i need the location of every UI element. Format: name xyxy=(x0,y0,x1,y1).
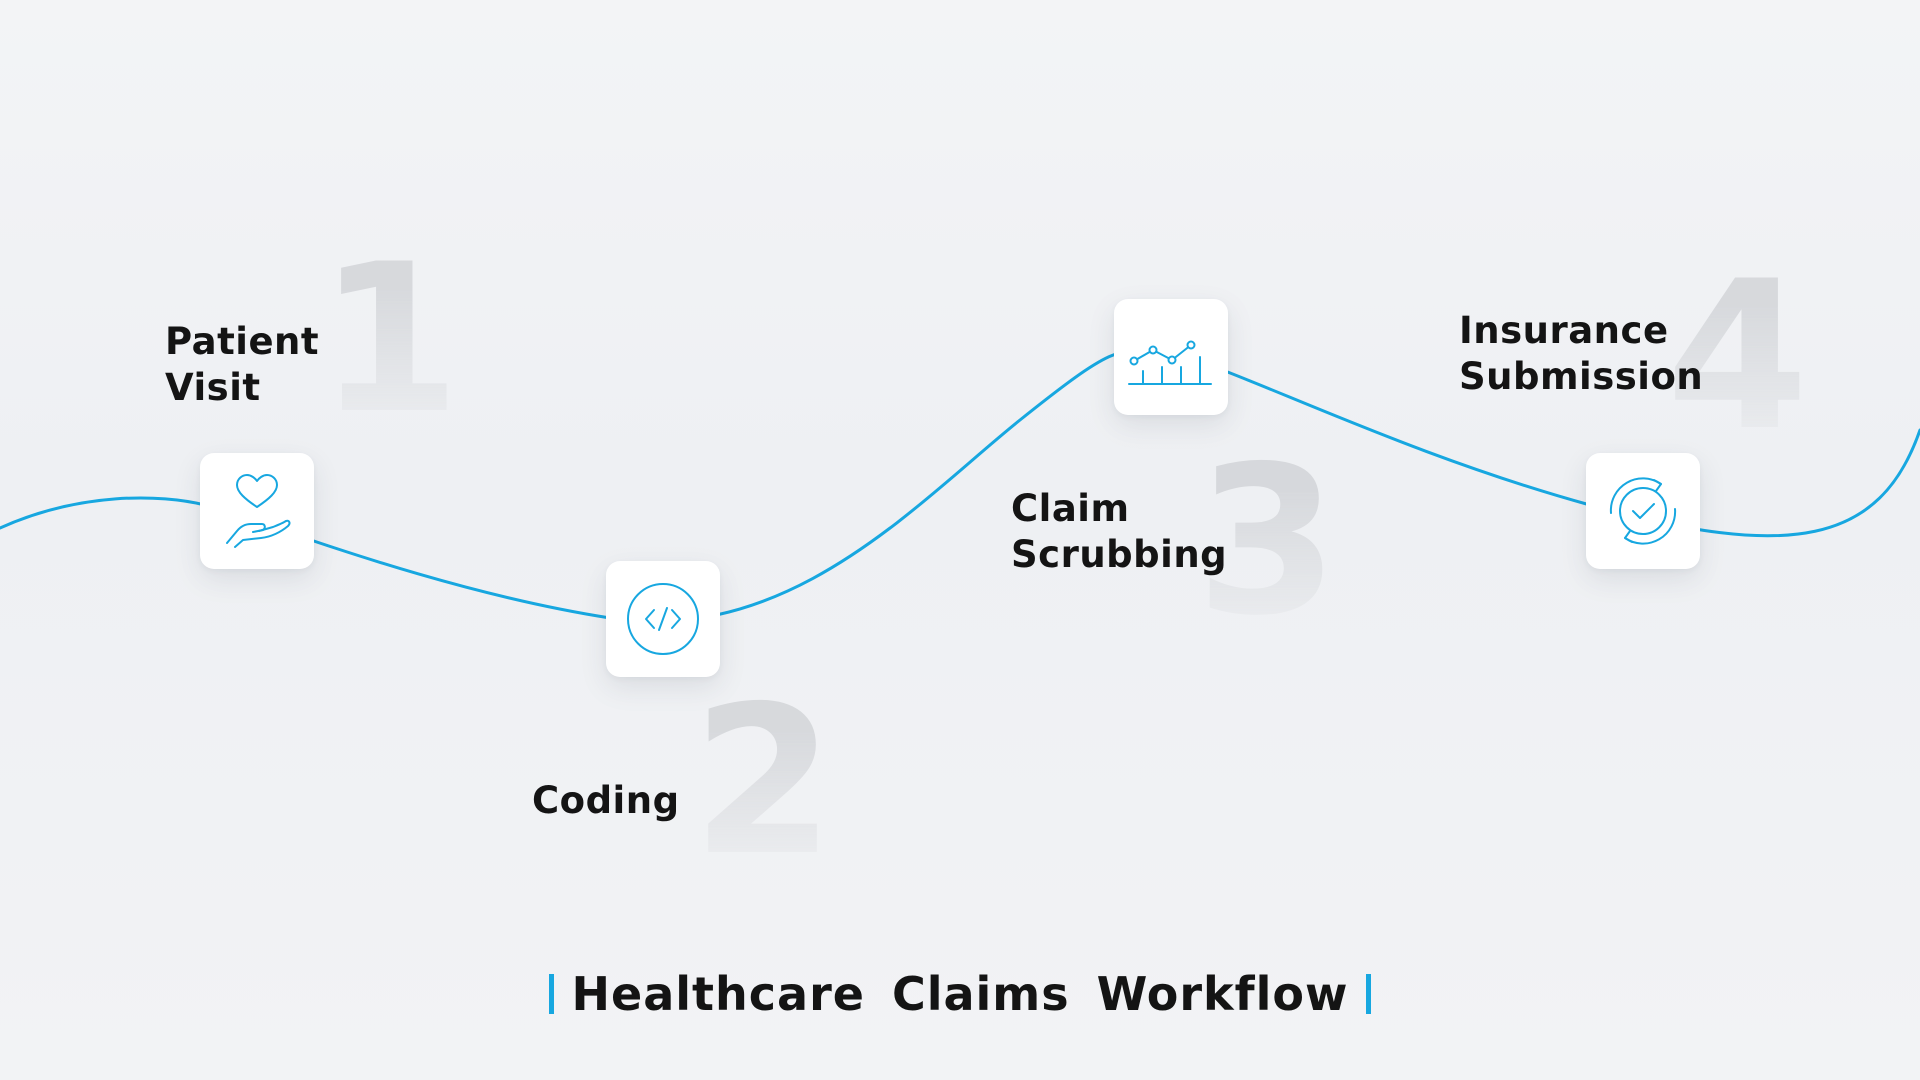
code-brackets-icon xyxy=(627,583,699,655)
line-chart-icon xyxy=(1128,340,1212,385)
step-3-number: 3 xyxy=(1196,423,1339,661)
step-1-label: Patient Visit xyxy=(165,320,320,409)
footer-title: Healthcare Claims Workflow xyxy=(0,966,1920,1022)
check-refresh-icon xyxy=(1609,477,1677,545)
step-3-label: Claim Scrubbing xyxy=(1011,487,1228,576)
step-2-icon-card xyxy=(606,561,720,677)
step-1-number: 1 xyxy=(318,221,461,459)
heart-in-hand-icon xyxy=(226,474,291,548)
step-4-number: 4 xyxy=(1666,238,1809,476)
title-accent-bar-left xyxy=(548,974,554,1014)
step-1-icon-card xyxy=(200,453,314,569)
page-title: Healthcare Claims Workflow xyxy=(571,967,1349,1021)
title-accent-bar-right xyxy=(1366,974,1372,1014)
step-4-icon-card xyxy=(1586,453,1700,569)
step-4-label: Insurance Submission xyxy=(1459,309,1704,398)
step-3-icon-card xyxy=(1114,299,1228,415)
step-2-number: 2 xyxy=(692,663,835,901)
step-2-label: Coding xyxy=(532,779,680,822)
